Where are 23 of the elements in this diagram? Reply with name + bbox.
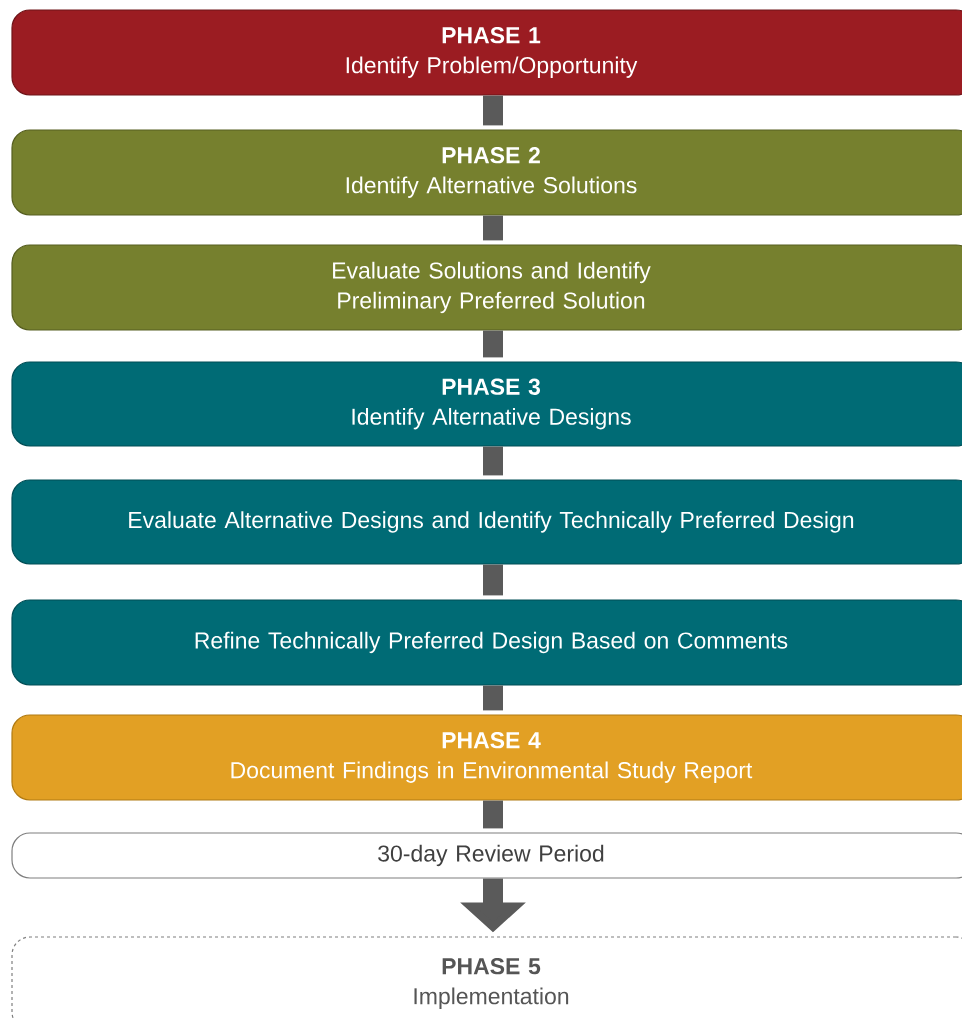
node-label: Document Findings in Environmental Study Report — [231, 761, 753, 783]
node-label: PHASE 5 — [442, 958, 541, 975]
node-label: PHASE 2 — [442, 147, 540, 164]
process-box — [11, 714, 962, 801]
node-label: Identify Alternative Designs — [352, 407, 631, 430]
process-box — [11, 599, 962, 686]
node-label: Refine Technically Preferred Design Based on Comments — [195, 631, 788, 654]
node-label: Evaluate Solutions and Identify Preliminary Preferred Solution — [333, 261, 651, 314]
process-box — [11, 361, 962, 447]
node-label: Identify Problem/Opportunity — [346, 56, 638, 78]
process-box — [11, 936, 962, 1020]
node-label: Evaluate Alternative Designs and Identify Technically Preferred Design — [129, 511, 854, 533]
process-box — [11, 244, 962, 331]
node-label: Identify Alternative Solutions — [346, 176, 637, 198]
process-box — [11, 129, 962, 216]
process-box — [11, 9, 962, 96]
node-label: 30-day Review Period — [378, 844, 604, 867]
process-box — [11, 832, 962, 879]
node-label: PHASE 3 — [442, 378, 541, 395]
process-box — [11, 479, 962, 565]
node-label: PHASE 1 — [442, 27, 541, 44]
node-label: PHASE 4 — [442, 732, 541, 749]
node-label: Implementation — [414, 987, 569, 1009]
